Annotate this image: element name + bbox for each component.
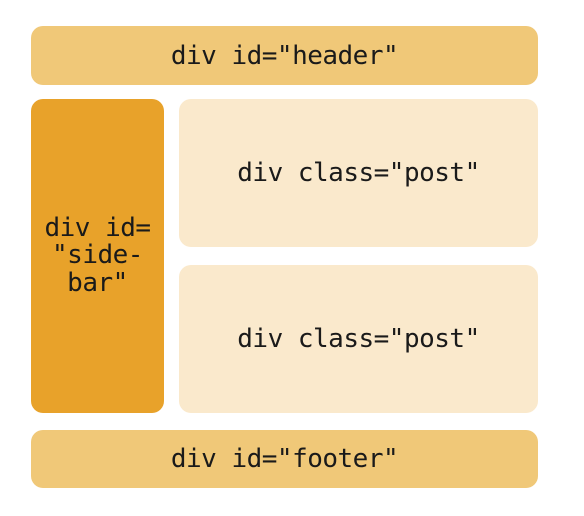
footer-box: div id="footer"	[31, 430, 538, 488]
sidebar-label-line-1: div id=	[44, 213, 151, 244]
footer-label: div id="footer"	[170, 444, 399, 474]
post-box-1: div class="post"	[179, 99, 538, 247]
post-box-2: div class="post"	[179, 265, 538, 413]
sidebar-label: div id= "side- bar"	[44, 213, 151, 298]
post-label-1: div class="post"	[237, 158, 480, 188]
sidebar-label-line-3: bar"	[67, 267, 128, 298]
post-label-2: div class="post"	[237, 324, 480, 354]
sidebar-label-line-2: "side-	[52, 240, 143, 271]
header-label: div id="header"	[170, 40, 399, 71]
header-box: div id="header"	[31, 26, 538, 85]
sidebar-box: div id= "side- bar"	[31, 99, 164, 413]
